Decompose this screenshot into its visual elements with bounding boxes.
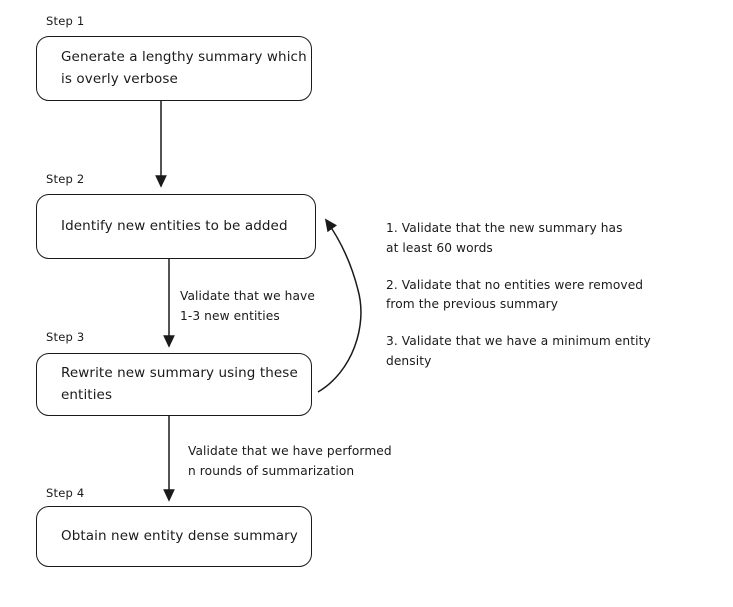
step-label-4: Step 4 bbox=[46, 486, 85, 500]
node-step3-text: Rewrite new summary using these entities bbox=[61, 364, 298, 403]
validation-note-3: 3. Validate that we have a minimum entit… bbox=[386, 334, 651, 368]
step-label-3: Step 3 bbox=[46, 330, 85, 344]
validation-note-2: 2. Validate that no entities were remove… bbox=[386, 277, 644, 312]
step-label-1: Step 1 bbox=[46, 14, 85, 28]
edge-step3-step2-feedback bbox=[317, 218, 362, 393]
node-step4-text: Obtain new entity dense summary bbox=[61, 527, 298, 544]
node-step1-text: Generate a lengthy summary which is over… bbox=[61, 48, 307, 87]
node-step3[interactable]: Rewrite new summary using these entities bbox=[36, 353, 312, 416]
edge-label-step3-step4: Validate that we have performed n rounds… bbox=[188, 444, 392, 478]
node-step2-text: Identify new entities to be added bbox=[61, 217, 288, 234]
step-label-2: Step 2 bbox=[46, 172, 85, 186]
validation-notes-list: 1. Validate that the new summary has at … bbox=[386, 219, 716, 372]
node-step4[interactable]: Obtain new entity dense summary bbox=[36, 506, 312, 567]
node-step2[interactable]: Identify new entities to be added bbox=[36, 194, 316, 259]
validation-note-1: 1. Validate that the new summary has at … bbox=[386, 221, 623, 255]
edge-label-step2-step3: Validate that we have 1-3 new entities bbox=[180, 289, 315, 323]
node-step1[interactable]: Generate a lengthy summary which is over… bbox=[36, 36, 312, 101]
